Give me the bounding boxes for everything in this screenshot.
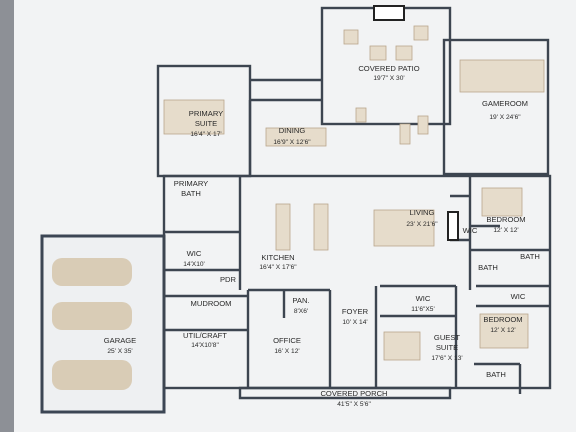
label-wic-primary: WIC bbox=[187, 249, 202, 258]
dims-bedroom-2: 12' X 12' bbox=[490, 327, 515, 334]
dims-foyer: 10' X 14' bbox=[342, 319, 367, 326]
label-covered-porch: COVERED PORCH bbox=[320, 389, 387, 398]
label-foyer: FOYER bbox=[342, 307, 369, 316]
label-bath-1: BATH bbox=[478, 263, 498, 272]
label-bedroom-2: BEDROOM bbox=[483, 315, 522, 324]
car-2 bbox=[52, 302, 132, 330]
label-bedroom-1: BEDROOM bbox=[486, 215, 525, 224]
label-pdr: PDR bbox=[220, 275, 237, 284]
label-guest-suite-2: SUITE bbox=[436, 343, 458, 352]
dims-wic-guest: 11'6"X5' bbox=[411, 306, 434, 313]
car-3 bbox=[52, 360, 132, 390]
label-gameroom: GAMEROOM bbox=[482, 99, 528, 108]
label-kitchen: KITCHEN bbox=[261, 253, 294, 262]
label-dining: DINING bbox=[279, 126, 306, 135]
dims-covered-patio: 19'7" X 30' bbox=[373, 75, 404, 82]
dims-covered-porch: 41'5" X 5'6" bbox=[337, 401, 371, 408]
label-wic-living: WIC bbox=[463, 226, 478, 235]
dims-pantry: 8'X6' bbox=[294, 308, 308, 315]
label-mudroom: MUDROOM bbox=[191, 299, 232, 308]
dims-living: 23' X 21'6" bbox=[406, 221, 438, 228]
label-bath-3: BATH bbox=[486, 370, 506, 379]
dims-gameroom: 19' X 24'6" bbox=[489, 114, 521, 121]
dims-primary-suite: 16'4" X 17' bbox=[190, 131, 221, 138]
dims-guest-suite: 17'6" X 13' bbox=[431, 355, 462, 362]
label-util-craft: UTIL/CRAFT bbox=[183, 331, 227, 340]
dims-wic-primary: 14'X10' bbox=[183, 261, 205, 268]
label-primary-suite-2: SUITE bbox=[195, 119, 217, 128]
dims-garage: 25' X 35' bbox=[107, 348, 132, 355]
room-labels: COVERED PATIO 19'7" X 30' GAMEROOM 19' X… bbox=[104, 64, 540, 408]
patio-fireplace bbox=[373, 5, 405, 21]
label-office: OFFICE bbox=[273, 336, 301, 345]
dims-dining: 16'9" X 12'6" bbox=[273, 139, 311, 146]
dims-bedroom-1: 12' X 12' bbox=[493, 227, 518, 234]
living-fireplace bbox=[447, 211, 459, 241]
label-garage: GARAGE bbox=[104, 336, 137, 345]
car-1 bbox=[52, 258, 132, 286]
garage-area bbox=[40, 234, 166, 414]
label-primary-bath-2: BATH bbox=[181, 189, 201, 198]
furniture bbox=[163, 25, 545, 361]
label-wic-guest: WIC bbox=[416, 294, 431, 303]
label-guest-suite-1: GUEST bbox=[434, 333, 461, 342]
label-bath-2: BATH bbox=[520, 252, 540, 261]
label-wic-bed2: WIC bbox=[511, 292, 526, 301]
label-pantry: PAN. bbox=[292, 296, 309, 305]
dims-office: 16' X 12' bbox=[274, 348, 299, 355]
dims-kitchen: 16'4" X 17'6" bbox=[259, 264, 297, 271]
dims-util-craft: 14'X10'8" bbox=[191, 342, 219, 349]
label-covered-patio: COVERED PATIO bbox=[358, 64, 419, 73]
label-primary-bath-1: PRIMARY bbox=[174, 179, 208, 188]
label-primary-suite-1: PRIMARY bbox=[189, 109, 223, 118]
label-living: LIVING bbox=[410, 208, 435, 217]
